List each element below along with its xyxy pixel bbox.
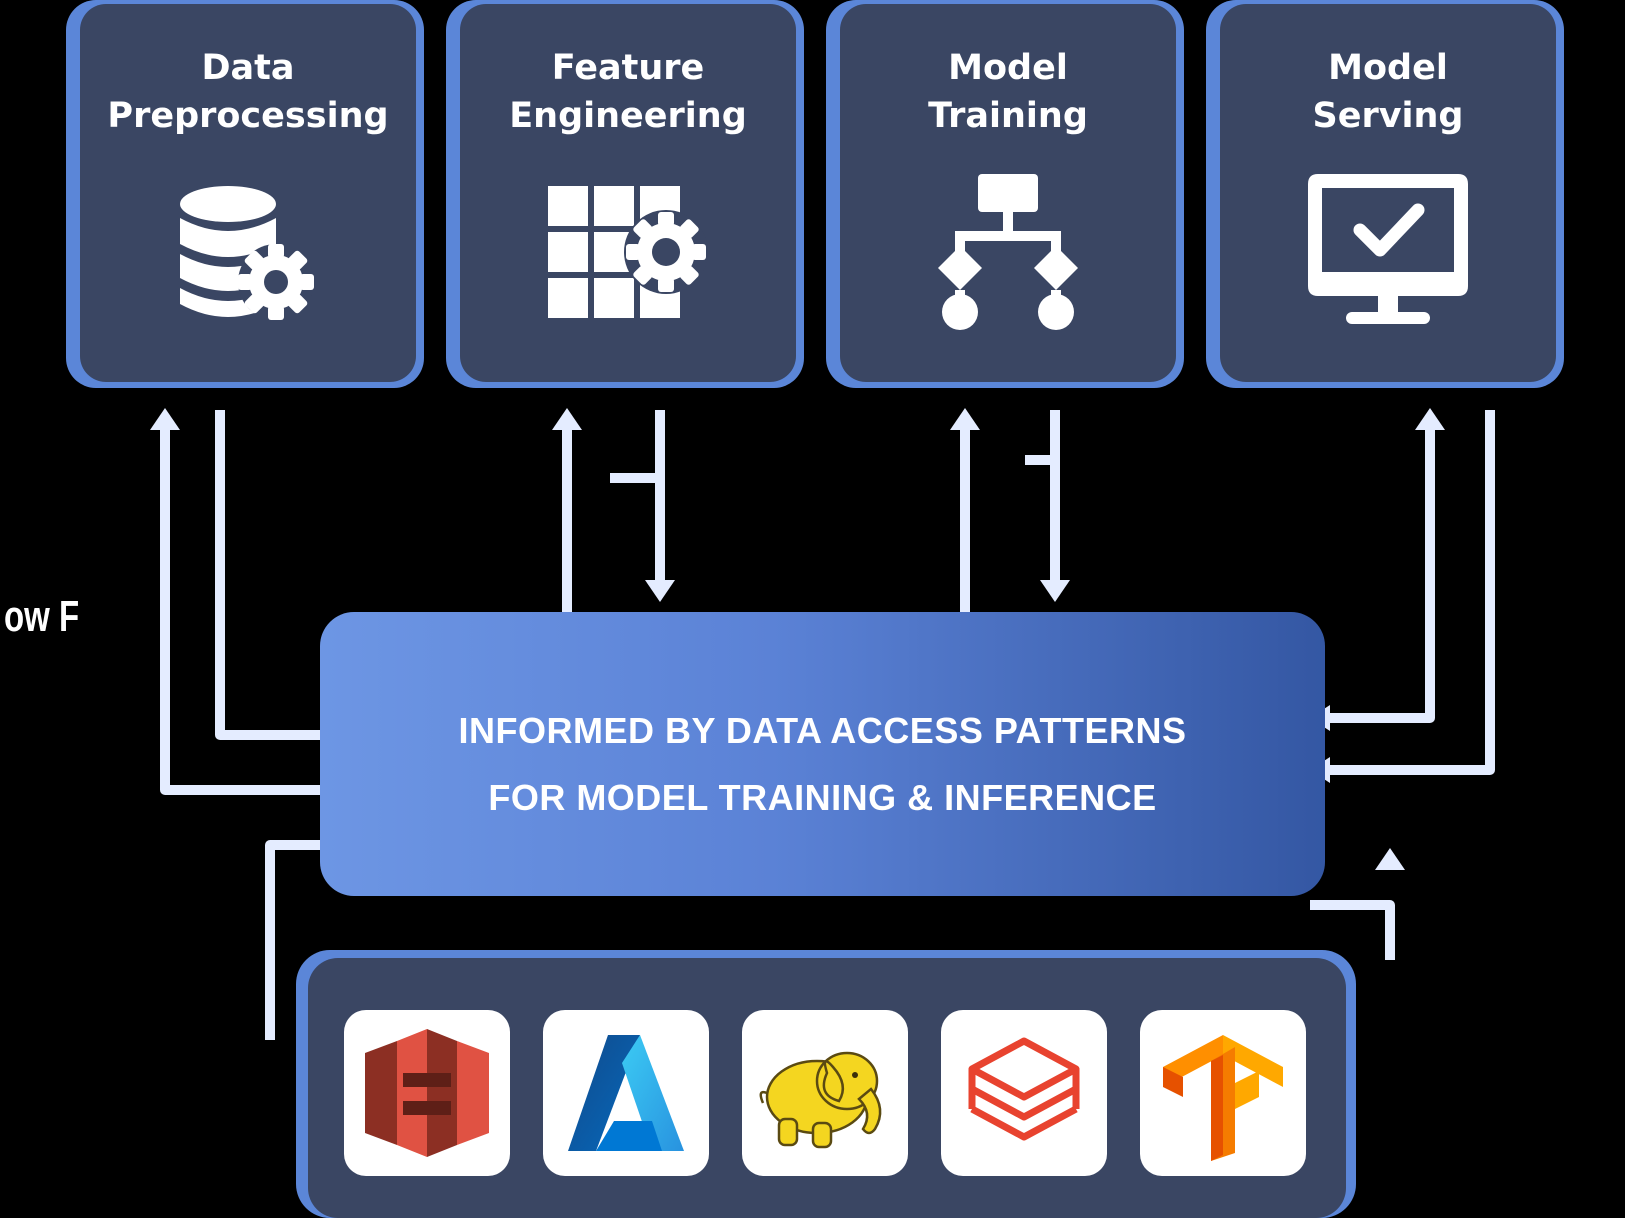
logo-tile-amazon-s3: [344, 1010, 510, 1176]
databricks-icon: [968, 1037, 1080, 1141]
access-patterns-banner: INFORMED BY DATA ACCESS PATTERNS FOR MOD…: [320, 612, 1325, 896]
stage-title-line2: Engineering: [509, 96, 747, 136]
arrow-model-serving-up: [1310, 420, 1435, 723]
stage-card-body: Data Preprocessing: [80, 4, 416, 382]
stage-title: Data Preprocessing: [80, 44, 416, 140]
banner-line1: INFORMED BY DATA ACCESS PATTERNS: [458, 710, 1187, 751]
decision-tree-icon: [938, 174, 1078, 330]
hadoop-elephant-icon: [759, 1051, 882, 1149]
arrow-data-preprocessing-up: [160, 420, 330, 795]
stage-title: Model Training: [840, 44, 1176, 140]
arrowhead-4: [950, 408, 980, 430]
arrow-data-preprocessing-down: [215, 410, 330, 740]
amazon-s3-icon: [365, 1029, 489, 1157]
logo-tile-databricks: [941, 1010, 1107, 1176]
stage-card-body: Model Serving: [1220, 4, 1556, 382]
stage-title: Feature Engineering: [460, 44, 796, 140]
stage-title: Model Serving: [1220, 44, 1556, 140]
arrow-storage-right: [1310, 900, 1395, 960]
tensorflow-icon: [1163, 1035, 1283, 1161]
stage-card-body: Feature Engineering: [460, 4, 796, 382]
stage-title-line1: Model: [1328, 48, 1448, 88]
storage-systems-body: [308, 958, 1346, 1218]
logo-tile-hadoop: [742, 1010, 908, 1176]
stage-title-line2: Serving: [1312, 96, 1464, 136]
arrowhead-6: [1415, 408, 1445, 430]
stage-card-feature-engineering: Feature Engineering: [446, 0, 804, 388]
stage-card-data-preprocessing: Data Preprocessing: [66, 0, 424, 388]
grid-gear-icon: [548, 186, 708, 318]
stage-title-line1: Feature: [551, 48, 705, 88]
arrow-model-serving-down: [1310, 410, 1495, 775]
stage-card-body: Model Training: [840, 4, 1176, 382]
stage-card-model-training: Model Training: [826, 0, 1184, 388]
arrowhead-7: [1375, 848, 1405, 870]
logo-tile-azure: [543, 1010, 709, 1176]
arrowhead-2: [552, 408, 582, 430]
azure-icon: [568, 1035, 684, 1151]
stage-title-line2: Training: [928, 96, 1088, 136]
stage-card-model-serving: Model Serving: [1206, 0, 1564, 388]
stage-title-line1: Data: [201, 48, 295, 88]
stage-title-line1: Model: [948, 48, 1068, 88]
banner-text: INFORMED BY DATA ACCESS PATTERNS FOR MOD…: [320, 697, 1325, 831]
arrowhead-1: [150, 408, 180, 430]
stage-title-line2: Preprocessing: [107, 96, 389, 136]
database-gear-icon: [180, 186, 314, 320]
banner-line2: FOR MODEL TRAINING & INFERENCE: [488, 777, 1157, 818]
arrow-storage-left: [265, 840, 330, 1040]
logo-tile-tensorflow: [1140, 1010, 1306, 1176]
monitor-check-icon: [1308, 174, 1468, 324]
side-label: ow F: [4, 592, 80, 641]
storage-systems-panel: [296, 950, 1356, 1218]
arrowhead-5: [1040, 580, 1070, 602]
arrowhead-3: [645, 580, 675, 602]
